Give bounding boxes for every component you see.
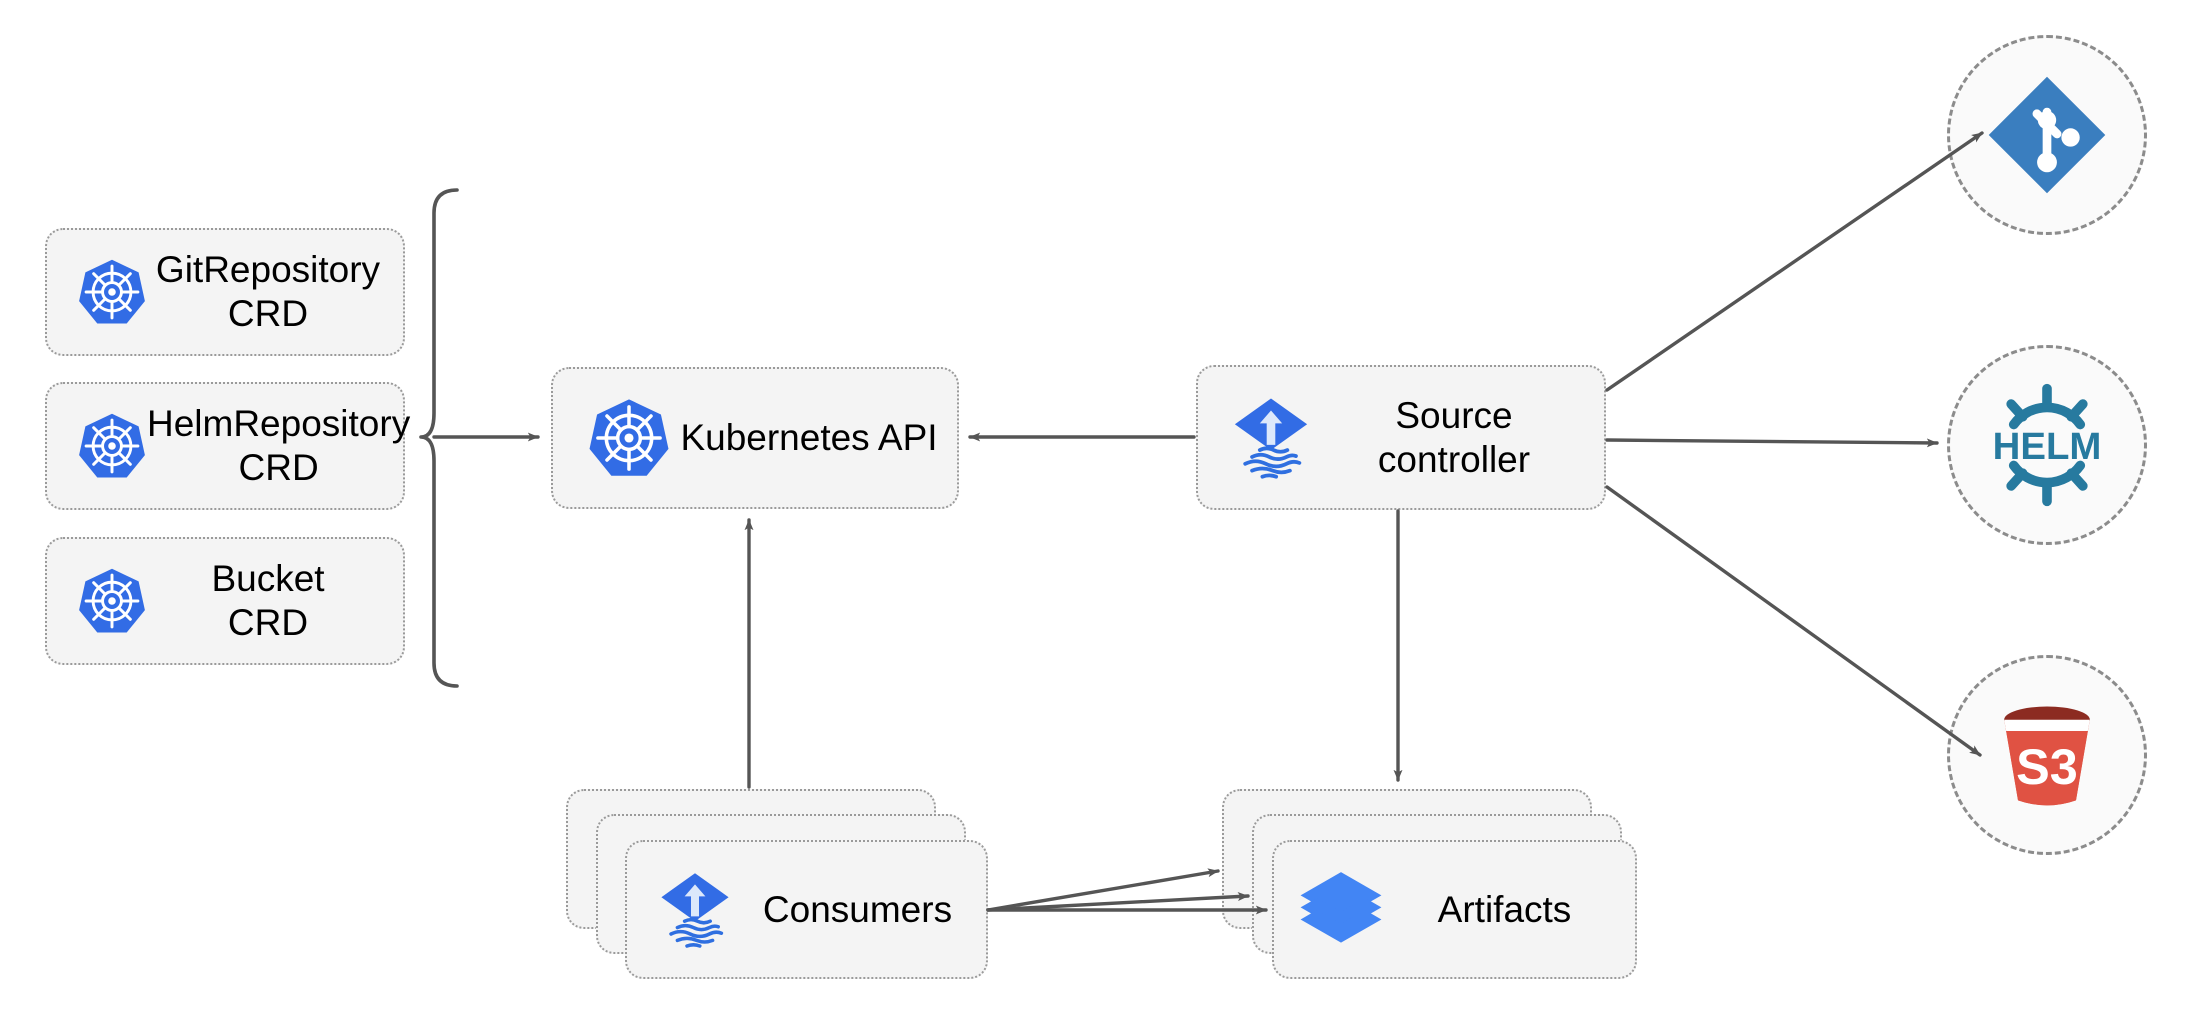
edge-consumers-to-artifacts-2 [986,892,1250,912]
source-git[interactable] [1947,35,2147,235]
node-bucket-crd[interactable]: Bucket CRD [45,537,405,665]
source-helm[interactable] [1947,345,2147,545]
helm-icon [1983,381,2111,509]
node-label: GitRepository CRD [155,249,381,334]
s3-icon [1984,692,2110,818]
edge-source-controller-to-helm [1605,438,1939,448]
edge-source-controller-to-s3 [1605,485,1982,757]
node-label: Consumers [762,888,953,930]
node-label: Kubernetes API [680,417,938,459]
git-icon [1985,73,2109,197]
source-s3[interactable] [1947,655,2147,855]
node-label: Artifacts [1437,888,1572,930]
kubernetes-icon [77,257,147,327]
kubernetes-icon [77,566,147,636]
node-label: Bucket CRD [211,558,325,643]
node-label: HelmRepository CRD [147,403,411,488]
flux-icon [1228,395,1314,481]
kubernetes-icon [587,396,671,480]
flux-icon [655,870,735,950]
node-gitrepository-crd[interactable]: GitRepository CRD [45,228,405,356]
layers-icon [1298,867,1384,953]
node-consumers[interactable]: Consumers [625,840,988,979]
node-helmrepository-crd[interactable]: HelmRepository CRD [45,382,410,510]
node-kubernetes-api[interactable]: Kubernetes API [551,367,959,509]
node-label: Source controller [1377,394,1531,480]
edge-source-controller-to-git [1605,131,1984,392]
crd-group-brace [419,188,459,688]
edge-consumers-to-artifacts-1 [986,868,1220,912]
node-artifacts[interactable]: Artifacts [1272,840,1637,979]
kubernetes-icon [77,411,147,481]
node-source-controller[interactable]: Source controller [1196,365,1606,510]
